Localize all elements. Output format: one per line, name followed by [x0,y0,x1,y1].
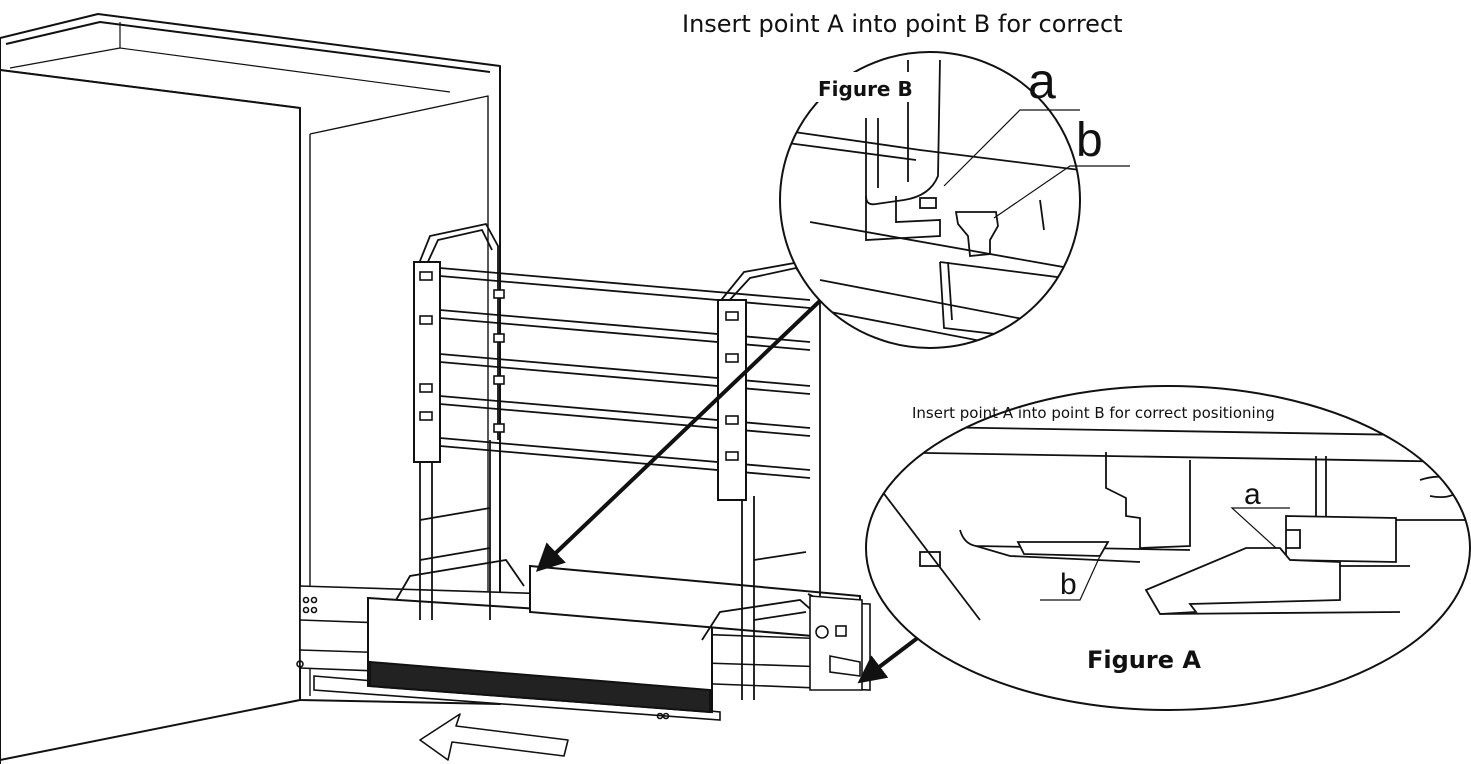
pointer-arrow-to-figure-b-location [535,274,848,572]
runner-end-hardware [809,595,863,691]
figure-a-caption: Insert point A into point B for correct … [912,404,1275,422]
cabinet [0,13,501,764]
figure-b-detail [779,51,1130,349]
figure-b-name: Figure B [818,77,913,101]
wire-basket-rack [395,222,841,700]
figure-a-label-b: b [1060,568,1077,601]
figure-b-label-a: a [1028,53,1056,109]
header-instruction: Insert point A into point B for correct [682,10,1123,38]
drawer-front-panel [367,564,861,714]
rack-side-brackets [413,261,747,501]
figure-a-detail [865,385,1471,711]
figure-a-label-a: a [1244,478,1261,511]
figure-a-name: Figure A [1087,646,1201,674]
pull-out-direction-arrow [419,713,569,761]
figure-b-label-b: b [1076,114,1103,167]
